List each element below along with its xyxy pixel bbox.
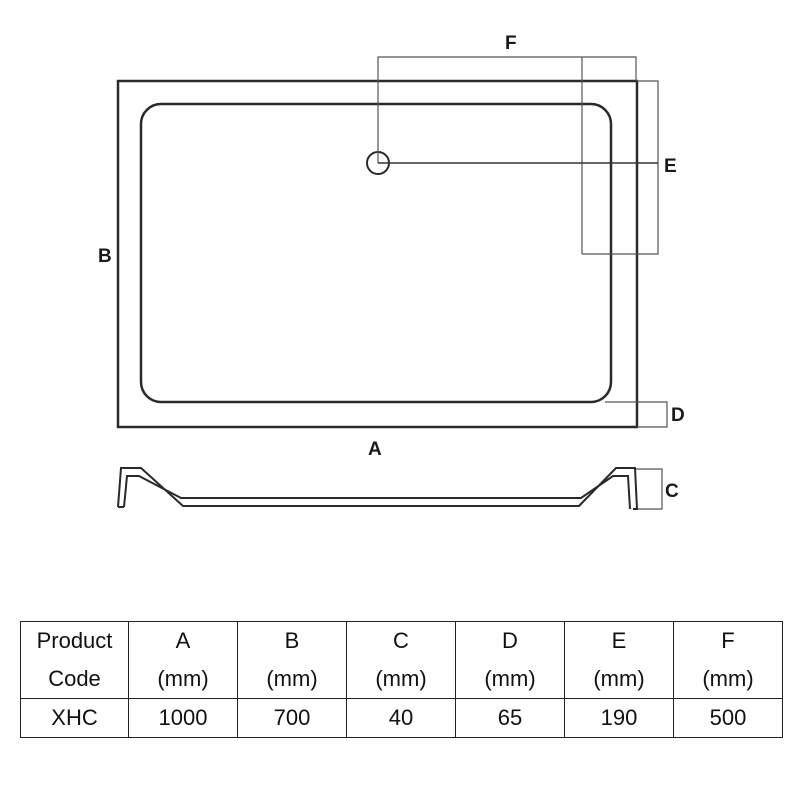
header-b: B (mm) bbox=[237, 621, 347, 699]
header-line2: (mm) bbox=[266, 666, 318, 691]
header-line2: (mm) bbox=[484, 666, 536, 691]
label-a: A bbox=[368, 439, 382, 460]
header-line1: C bbox=[393, 628, 409, 653]
header-line1: F bbox=[721, 628, 735, 653]
header-line1: E bbox=[611, 628, 627, 653]
cell-c: 40 bbox=[346, 698, 456, 738]
dimension-e-line bbox=[582, 80, 659, 255]
header-line2: (mm) bbox=[157, 666, 209, 691]
header-c: C (mm) bbox=[346, 621, 456, 699]
profile-view bbox=[117, 467, 639, 510]
header-line2: (mm) bbox=[593, 666, 645, 691]
header-e: E (mm) bbox=[564, 621, 674, 699]
cell-a: 1000 bbox=[128, 698, 238, 738]
profile-outer-edge bbox=[117, 467, 639, 510]
header-line1: D bbox=[502, 628, 518, 653]
label-f: F bbox=[505, 33, 517, 54]
header-d: D (mm) bbox=[455, 621, 565, 699]
header-line1: A bbox=[175, 628, 191, 653]
dimension-lines bbox=[377, 56, 668, 510]
cell-e: 190 bbox=[564, 698, 674, 738]
label-c: C bbox=[665, 481, 679, 502]
shower-tray-diagram: F E B D A C bbox=[98, 33, 685, 510]
dimension-c-line bbox=[634, 468, 663, 510]
header-line2: Code bbox=[48, 666, 101, 691]
header-line2: (mm) bbox=[375, 666, 427, 691]
header-a: A (mm) bbox=[128, 621, 238, 699]
cell-b: 700 bbox=[237, 698, 347, 738]
dimension-d-line bbox=[605, 401, 668, 428]
table-header-row: Product Code A (mm) B (mm) C (mm) D (mm)… bbox=[20, 621, 783, 699]
table-row: XHC 1000 700 40 65 190 500 bbox=[20, 698, 783, 738]
cell-product-code: XHC bbox=[20, 698, 129, 738]
header-product-code: Product Code bbox=[20, 621, 129, 699]
header-f: F (mm) bbox=[673, 621, 783, 699]
profile-inner-edge bbox=[123, 475, 631, 510]
label-d: D bbox=[671, 405, 685, 426]
cell-f: 500 bbox=[673, 698, 783, 738]
dimension-f-line bbox=[377, 56, 637, 163]
tray-basin-outline bbox=[139, 102, 613, 404]
dimensions-table: Product Code A (mm) B (mm) C (mm) D (mm)… bbox=[20, 621, 783, 738]
header-line2: (mm) bbox=[702, 666, 754, 691]
cell-d: 65 bbox=[455, 698, 565, 738]
header-line1: B bbox=[284, 628, 300, 653]
label-e: E bbox=[664, 156, 677, 177]
label-b: B bbox=[98, 246, 112, 267]
header-line1: Product bbox=[36, 628, 113, 653]
